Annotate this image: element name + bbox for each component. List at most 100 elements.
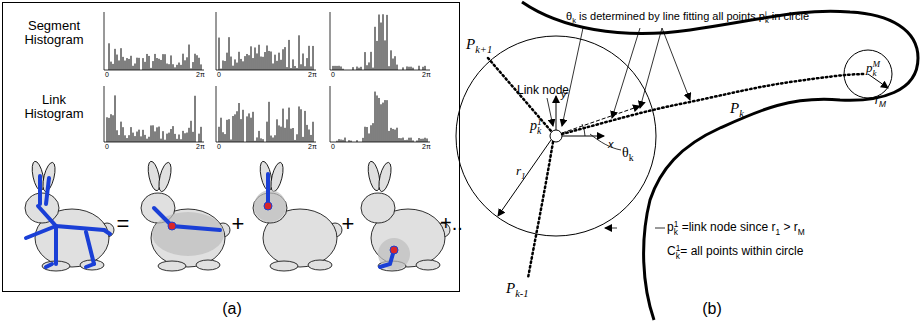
histogram-stroke <box>361 67 362 70</box>
histogram-stroke <box>181 139 182 142</box>
histogram-stroke <box>257 53 258 70</box>
histogram-stroke <box>419 138 420 142</box>
histogram-stroke <box>271 52 272 70</box>
histogram-stroke <box>153 61 154 70</box>
histogram-stroke <box>216 12 217 70</box>
histogram-stroke <box>399 138 400 142</box>
histogram-stroke <box>257 137 258 142</box>
note: pk1 =link node since r1 > rM <box>667 220 805 236</box>
histogram-stroke <box>177 139 178 142</box>
histogram-stroke <box>115 49 116 70</box>
histogram-stroke <box>283 49 284 70</box>
histogram-stroke <box>201 64 202 70</box>
histogram-stroke <box>197 55 198 70</box>
histogram-stroke <box>125 61 126 70</box>
histogram-stroke <box>305 66 306 70</box>
row-heading: Segment Histogram <box>11 19 97 48</box>
histogram-stroke <box>185 133 186 142</box>
histogram-stroke <box>263 139 264 142</box>
histogram-stroke <box>175 134 176 142</box>
histogram-stroke <box>413 68 414 70</box>
histogram-stroke <box>409 67 410 70</box>
histogram-stroke <box>163 54 164 70</box>
histogram-stroke <box>189 45 190 70</box>
histogram-stroke <box>311 135 312 142</box>
histogram-stroke <box>113 115 114 142</box>
histogram-stroke <box>413 140 414 142</box>
histogram-stroke <box>283 109 284 142</box>
histogram-stroke <box>165 54 166 70</box>
histogram-stroke <box>365 127 366 142</box>
histogram-stroke <box>121 48 122 70</box>
histogram-stroke <box>167 134 168 142</box>
histogram-stroke <box>195 54 196 70</box>
histogram-stroke <box>125 135 126 142</box>
histogram-stroke <box>273 63 274 70</box>
axis-label: 2π <box>196 71 205 79</box>
panel-label: (a) <box>222 300 242 318</box>
histogram-stroke <box>175 67 176 70</box>
histogram-stroke <box>129 135 130 142</box>
histogram-stroke <box>193 62 194 70</box>
axis-label: 0 <box>217 71 221 79</box>
histogram-stroke <box>421 139 422 142</box>
histogram-stroke <box>221 118 222 142</box>
histogram-stroke <box>171 55 172 70</box>
histogram-stroke <box>151 68 152 70</box>
point-label: pk1 <box>530 117 542 136</box>
histogram-stroke <box>269 102 270 142</box>
histogram-stroke <box>235 59 236 70</box>
histogram-stroke <box>291 129 292 142</box>
histogram-stroke <box>133 133 134 142</box>
histogram-stroke <box>301 64 302 70</box>
histogram-stroke <box>285 128 286 142</box>
axis-label: 0 <box>217 143 221 151</box>
histogram-stroke <box>145 135 146 142</box>
histogram-stroke <box>137 132 138 142</box>
axis-label: 0 <box>331 71 335 79</box>
histogram-stroke <box>191 68 192 70</box>
histogram-stroke <box>179 134 180 142</box>
histogram-stroke <box>181 65 182 70</box>
axis-label: 2π <box>308 143 317 151</box>
axis-label: 0 <box>105 143 109 151</box>
histogram-stroke <box>385 40 386 70</box>
histogram-stroke <box>279 125 280 142</box>
histogram-stroke <box>216 86 217 142</box>
histogram-stroke <box>381 23 382 70</box>
histogram-stroke <box>253 112 254 142</box>
histogram-stroke <box>237 63 238 70</box>
histogram-stroke <box>371 52 372 70</box>
histogram-stroke <box>219 127 220 142</box>
histogram-stroke <box>247 116 248 142</box>
histogram-stroke <box>261 138 262 142</box>
histogram-stroke <box>301 109 302 142</box>
histogram-stroke <box>115 95 116 142</box>
histogram-stroke <box>393 59 394 70</box>
histogram-stroke <box>161 60 162 70</box>
histogram-stroke <box>227 53 228 70</box>
histogram-stroke <box>179 63 180 70</box>
histogram-stroke <box>223 60 224 70</box>
histogram-stroke <box>307 125 308 142</box>
histogram-stroke <box>381 104 382 142</box>
histogram-stroke <box>345 138 346 142</box>
histogram-stroke <box>289 108 290 142</box>
histogram-stroke <box>235 114 236 142</box>
histogram-stroke <box>263 57 264 70</box>
histogram-stroke <box>333 66 334 70</box>
histogram-stroke <box>167 64 168 70</box>
note: θk is determined by line fitting all poi… <box>566 10 809 25</box>
histogram-stroke <box>409 138 410 142</box>
histogram-stroke <box>269 51 270 70</box>
histogram-stroke <box>169 64 170 70</box>
histogram-stroke <box>135 63 136 70</box>
histogram-stroke <box>403 67 404 70</box>
histogram-stroke <box>423 139 424 142</box>
histogram-stroke <box>425 138 426 142</box>
histogram-stroke <box>335 66 336 70</box>
histogram-stroke <box>423 67 424 70</box>
histogram-stroke <box>427 138 428 142</box>
path-label: Pk <box>730 100 744 117</box>
